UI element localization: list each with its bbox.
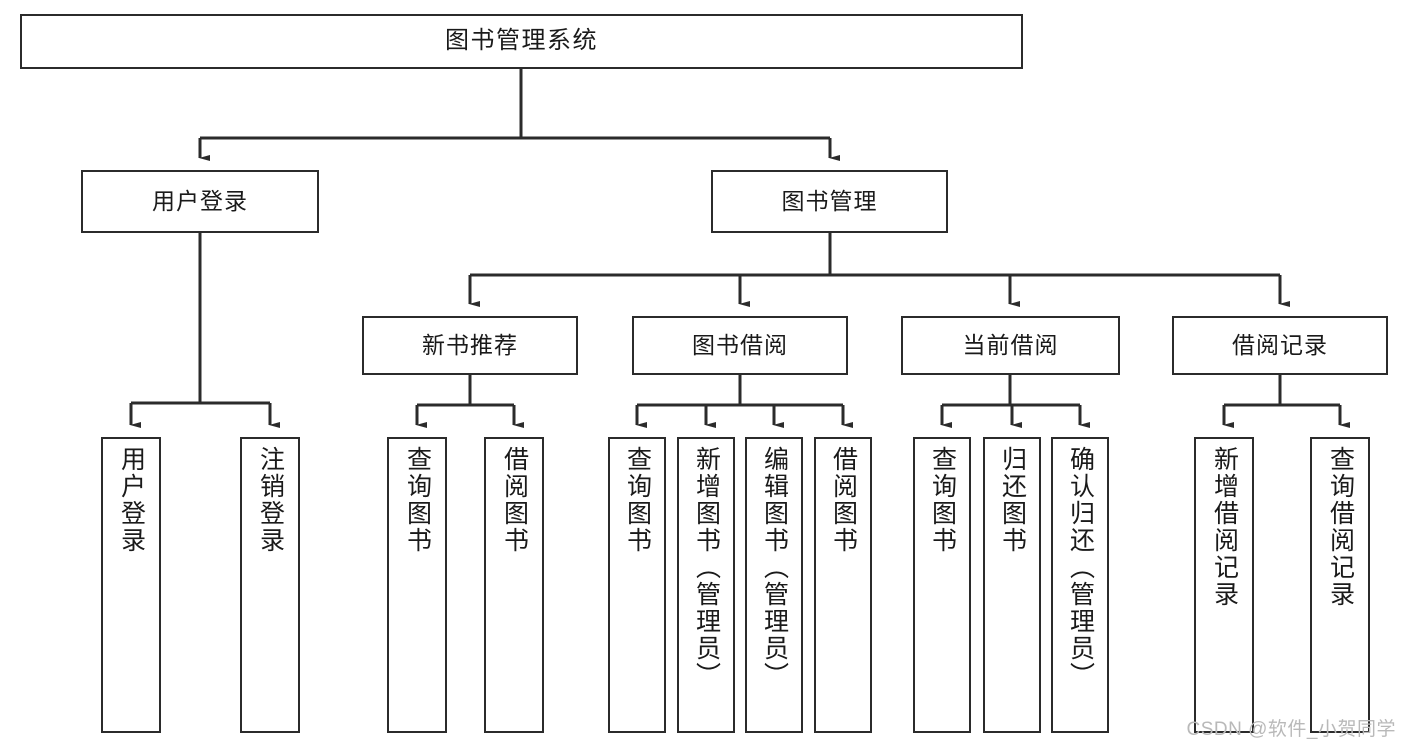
node-book-manage[interactable]: 图书管理 [711, 170, 948, 233]
leaf-borrow-book-1[interactable]: 借阅图书 [484, 437, 544, 733]
node-book-borrow-label: 图书借阅 [692, 331, 788, 358]
leaf-borrow-book-1-label: 借阅图书 [500, 446, 529, 554]
leaf-user-login[interactable]: 用户登录 [101, 437, 161, 733]
node-user-login-label: 用户登录 [152, 187, 248, 214]
leaf-edit-book[interactable]: 编辑图书（管理员） [745, 437, 803, 733]
leaf-query-record[interactable]: 查询借阅记录 [1310, 437, 1370, 733]
leaf-user-login-label: 用户登录 [117, 446, 146, 554]
node-new-book-recommend[interactable]: 新书推荐 [362, 316, 578, 375]
csdn-watermark: CSDN @软件_小贺同学 [1186, 719, 1396, 740]
leaf-query-book-3-label: 查询图书 [928, 446, 957, 554]
leaf-query-book-2-label: 查询图书 [623, 446, 652, 554]
node-borrow-record-label: 借阅记录 [1232, 331, 1328, 358]
leaf-add-record-label: 新增借阅记录 [1210, 446, 1239, 608]
leaf-logout-label: 注销登录 [256, 446, 285, 554]
leaf-edit-book-label: 编辑图书（管理员） [760, 446, 789, 689]
leaf-query-book-3[interactable]: 查询图书 [913, 437, 971, 733]
node-current-borrow[interactable]: 当前借阅 [901, 316, 1120, 375]
leaf-query-book-1-label: 查询图书 [403, 446, 432, 554]
leaf-borrow-book-2-label: 借阅图书 [829, 446, 858, 554]
leaf-return-book[interactable]: 归还图书 [983, 437, 1041, 733]
node-book-borrow[interactable]: 图书借阅 [632, 316, 848, 375]
leaf-confirm-return[interactable]: 确认归还（管理员） [1051, 437, 1109, 733]
node-current-borrow-label: 当前借阅 [962, 331, 1059, 358]
node-root-label: 图书管理系统 [445, 27, 598, 55]
node-user-login[interactable]: 用户登录 [81, 170, 319, 233]
leaf-query-book-2[interactable]: 查询图书 [608, 437, 666, 733]
leaf-add-book-label: 新增图书（管理员） [692, 446, 721, 689]
leaf-query-record-label: 查询借阅记录 [1326, 446, 1355, 608]
leaf-logout[interactable]: 注销登录 [240, 437, 300, 733]
leaf-borrow-book-2[interactable]: 借阅图书 [814, 437, 872, 733]
node-book-manage-label: 图书管理 [781, 187, 878, 214]
leaf-confirm-return-label: 确认归还（管理员） [1066, 446, 1095, 689]
node-borrow-record[interactable]: 借阅记录 [1172, 316, 1388, 375]
leaf-return-book-label: 归还图书 [998, 446, 1027, 554]
node-new-book-recommend-label: 新书推荐 [422, 331, 518, 358]
leaf-add-book[interactable]: 新增图书（管理员） [677, 437, 735, 733]
node-root[interactable]: 图书管理系统 [20, 14, 1023, 69]
leaf-query-book-1[interactable]: 查询图书 [387, 437, 447, 733]
leaf-add-record[interactable]: 新增借阅记录 [1194, 437, 1254, 733]
